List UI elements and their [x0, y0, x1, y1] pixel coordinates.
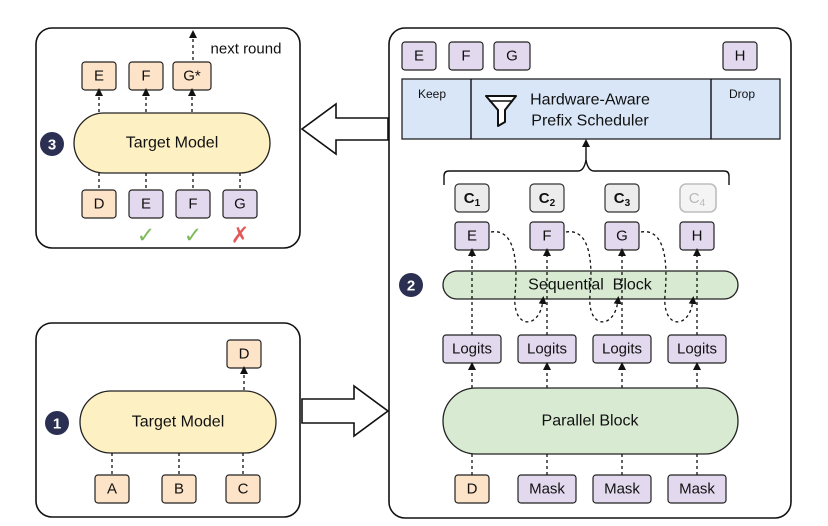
panel-step3: next round E F G* 3 Target Model D E F G	[35, 27, 301, 249]
candidate-c3-label: C3	[614, 190, 631, 209]
candidate-c2	[529, 183, 565, 213]
p2-predicted-token-4-label: H	[692, 228, 703, 245]
p3-target-model	[73, 112, 271, 174]
scheduler-box	[401, 78, 781, 140]
scheduler-keep-label: Keep	[418, 87, 446, 101]
sequential-block-label: Sequential Block	[528, 277, 653, 294]
scheduler-title-line1: Hardware-Aware	[530, 92, 650, 109]
step-1-badge	[45, 411, 69, 435]
logits-label-2: Logits	[527, 341, 567, 358]
step-2-badge	[399, 273, 423, 297]
p2-kept-token-1	[401, 41, 437, 71]
p2-mask-token-2	[592, 474, 652, 504]
p3-input-token-3	[175, 189, 211, 219]
p3-input-token-2-label: E	[141, 196, 151, 213]
parallel-block	[442, 387, 739, 455]
p3-input-token-3-label: F	[188, 196, 197, 213]
logits-label-3: Logits	[602, 341, 642, 358]
p1-input-token-3-label: C	[238, 481, 249, 498]
candidate-c1	[454, 183, 490, 213]
panel-step1: D 1 Target Model A B C	[35, 322, 301, 518]
accept-check-icon: ✓	[184, 223, 202, 248]
p1-input-token-1-label: A	[107, 481, 117, 498]
p1-output-token-label: D	[239, 346, 250, 363]
funnel-icon	[485, 95, 517, 127]
arrow-to-step2	[301, 384, 390, 438]
p2-mask-token-1	[517, 474, 577, 504]
dependency-curve-3	[640, 231, 697, 323]
p3-input-token-4-label: G	[234, 196, 246, 213]
logits-label-4: Logits	[677, 341, 717, 358]
p1-input-token-1	[94, 474, 130, 504]
parallel-block-label: Parallel Block	[542, 413, 640, 430]
p2-kept-token-2-label: F	[461, 48, 470, 65]
arrow-to-step3	[300, 102, 389, 156]
dependency-curve-1	[490, 231, 547, 323]
p1-target-model-label: Target Model	[132, 414, 225, 431]
p2-mask-token-3	[667, 474, 727, 504]
step-2-number: 2	[407, 278, 415, 295]
p3-target-model-label: Target Model	[126, 135, 219, 152]
scheduler-title-line2: Prefix Scheduler	[531, 113, 649, 130]
p3-output-token-1-label: E	[94, 68, 104, 85]
p2-predicted-token-2-label: F	[542, 228, 551, 245]
p3-input-token-2	[128, 189, 164, 219]
p3-input-token-1-label: D	[94, 196, 105, 213]
candidate-c4-label: C4	[689, 190, 706, 209]
p1-input-token-2	[161, 474, 197, 504]
p1-target-model	[79, 390, 277, 454]
candidate-c1-label: C1	[464, 190, 481, 209]
p1-input-token-2-label: B	[174, 481, 184, 498]
candidate-c4-dropped	[679, 183, 717, 213]
p2-mask-token-3-label: Mask	[679, 481, 715, 498]
p2-mask-token-1-label: Mask	[529, 481, 565, 498]
p2-predicted-token-3-label: G	[616, 228, 628, 245]
p3-input-token-4	[222, 189, 258, 219]
next-round-label: next round	[211, 41, 282, 58]
p1-input-token-3	[225, 474, 261, 504]
dependency-curve-2	[565, 231, 622, 323]
logits-label-1: Logits	[452, 341, 492, 358]
p2-kept-token-1-label: E	[414, 48, 424, 65]
p2-dropped-token	[722, 41, 758, 71]
step-3-number: 3	[48, 137, 56, 154]
p2-kept-token-3-label: G	[506, 48, 518, 65]
p3-output-token-2-label: F	[141, 68, 150, 85]
candidate-c2-label: C2	[539, 190, 556, 209]
p2-mask-token-2-label: Mask	[604, 481, 640, 498]
p2-input-token-1-label: D	[467, 481, 478, 498]
p3-output-token-3-label: G*	[183, 68, 201, 85]
p2-predicted-token-1-label: E	[467, 228, 477, 245]
p2-input-token-1	[454, 474, 490, 504]
reject-cross-icon: ✗	[231, 223, 249, 248]
panel-step2: E F G H Keep Drop Hardware-Aware Prefix …	[388, 27, 792, 519]
scheduler-drop-label: Drop	[729, 87, 755, 101]
accept-check-icon: ✓	[137, 223, 155, 248]
p3-input-token-1	[81, 189, 117, 219]
step-1-number: 1	[53, 416, 61, 433]
step-3-badge	[40, 132, 64, 156]
p2-kept-token-2	[448, 41, 484, 71]
p2-dropped-token-label: H	[735, 48, 746, 65]
candidate-c3	[604, 183, 640, 213]
p2-kept-token-3	[493, 41, 531, 71]
